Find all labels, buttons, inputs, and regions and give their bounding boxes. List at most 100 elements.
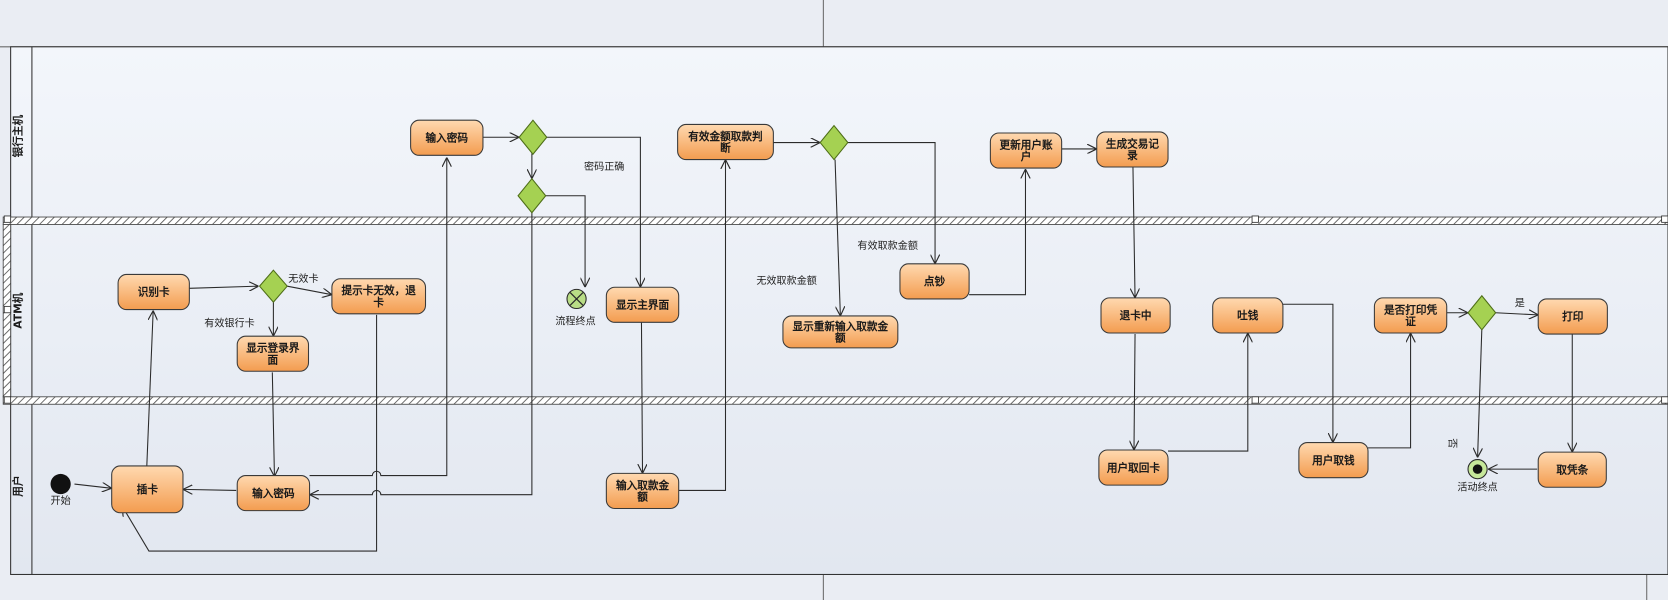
flow-eject-to-user-take-card[interactable] [1134,334,1135,450]
flow-insert-card-to-identify[interactable] [146,311,153,466]
action-node-box[interactable] [605,472,680,510]
flow-dispense-to-user-take-cash[interactable] [1282,303,1333,443]
action-node-label: 更新用户账 [999,138,1052,151]
action-node-box[interactable] [1212,297,1284,334]
action-node-box[interactable] [782,315,899,349]
action-node-label: 取凭条 [1556,463,1588,476]
flow-invalid-card-back-to-insert[interactable] [122,314,378,552]
action-node-box[interactable] [1537,451,1607,488]
flow-record-to-eject-card[interactable] [1133,164,1135,298]
action-node-box[interactable] [1100,297,1171,334]
action-insert-card[interactable]: 插卡 [111,465,184,514]
action-print[interactable]: 打印 [1537,298,1608,335]
initial-node[interactable] [50,473,71,495]
lane-separator-atm-user[interactable] [2,396,1668,405]
action-node-label: 断 [720,142,731,155]
selection-handle[interactable] [1251,396,1259,404]
flow-count-to-update-account[interactable] [969,169,1025,296]
flow-take-cash-to-ask-print[interactable] [1368,332,1411,449]
action-count-cash[interactable]: 点钞 [899,263,970,300]
selection-handle[interactable] [3,215,12,223]
action-node-box[interactable] [1537,298,1608,335]
flow-decision-yes-print[interactable] [1495,313,1539,315]
action-node-label: 退卡中 [1120,309,1152,322]
selection-handle[interactable] [3,396,12,404]
action-node-box[interactable] [331,278,427,315]
flow-decision-invalid-amount[interactable] [834,159,840,316]
action-take-receipt[interactable]: 取凭条 [1537,451,1607,488]
flow-enter-password-to-insert-card[interactable] [183,489,237,490]
decision-card-valid[interactable] [258,269,288,303]
decision-password-correct[interactable] [518,119,548,156]
action-enter-password-bank[interactable]: 输入密码 [410,119,484,156]
action-node-box[interactable] [117,273,190,311]
flow-show-login-to-enter-password[interactable] [272,372,274,476]
flow-start-to-insert-card[interactable] [74,484,111,488]
flow-amount-to-bank-check[interactable] [678,159,726,491]
action-node-box[interactable] [1373,297,1448,334]
selection-handle[interactable] [1661,396,1668,404]
action-ejecting-card[interactable]: 退卡中 [1100,297,1171,334]
flow-decision-valid-amount[interactable] [847,142,935,264]
action-node-label: 户 [1021,150,1032,163]
action-node-box[interactable] [989,132,1063,169]
guard-label-valid-amount: 有效取款金额 [857,239,918,252]
decision-amount-valid[interactable] [819,124,849,161]
action-node-box[interactable] [111,465,184,514]
guard-label-invalid-amount: 无效取款金额 [756,274,817,287]
action-user-take-cash[interactable]: 用户取钱 [1298,442,1369,479]
action-node-label: 提示卡无效，退 [342,284,417,297]
action-node-box[interactable] [236,475,311,512]
flow-decision-invalid-card[interactable] [287,285,332,295]
flow-decision-to-flow-final[interactable] [545,195,585,288]
lane-title-atm: ATM机 [11,292,24,328]
action-node-label: 输入取款金 [616,479,669,492]
lane-title-bank-host: 银行主机 [11,115,24,158]
flow-final-node[interactable] [566,288,587,310]
flow-decision-no-final[interactable] [1478,328,1482,458]
selection-handle[interactable] [1251,215,1259,223]
action-node-label: 额 [637,491,648,504]
action-show-main[interactable]: 显示主界面 [605,286,680,323]
activity-final-node[interactable] [1467,459,1488,480]
action-node-label: 生成交易记 [1106,137,1159,150]
flow-take-card-to-dispense[interactable] [1168,332,1248,452]
action-node-box[interactable] [236,335,310,372]
action-node-box[interactable] [605,286,680,323]
action-identify-card[interactable]: 识别卡 [117,273,190,311]
flow-wrong-password-reenter[interactable] [309,212,533,495]
action-node-label: 用户取钱 [1311,454,1355,467]
action-node-box[interactable] [1298,442,1369,479]
action-node-box[interactable] [410,119,484,156]
action-node-box[interactable] [677,123,774,161]
flow-password-correct-to-main[interactable] [546,136,641,288]
flow-identify-to-decision[interactable] [189,286,258,288]
selection-handle[interactable] [3,305,12,314]
action-enter-password-user[interactable]: 输入密码 [236,475,311,512]
decision-print-receipt[interactable] [1467,294,1497,331]
start-label: 开始 [51,494,71,507]
action-node-box[interactable] [1096,131,1169,168]
action-node-box[interactable] [899,263,970,300]
flow-final-label: 流程终点 [555,314,595,327]
flow-user-password-to-bank[interactable] [309,157,447,477]
lane-separator-bank-atm[interactable] [2,216,1668,225]
action-nodes: 插卡输入密码输入取款金额用户取回卡用户取钱取凭条识别卡显示登录界面提示卡无效，退… [111,119,1608,514]
action-invalid-card[interactable]: 提示卡无效，退卡 [331,278,427,315]
selection-handle[interactable] [1661,215,1668,223]
action-node-label: 证 [1405,315,1416,328]
decision-password-retry[interactable] [517,177,547,214]
flow-main-to-enter-amount[interactable] [641,321,642,473]
action-node-box[interactable] [1098,449,1169,486]
action-node-label: 显示重新输入取款金 [793,320,889,333]
action-user-take-card[interactable]: 用户取回卡 [1098,449,1169,486]
action-dispense-cash[interactable]: 吐钱 [1212,297,1284,334]
